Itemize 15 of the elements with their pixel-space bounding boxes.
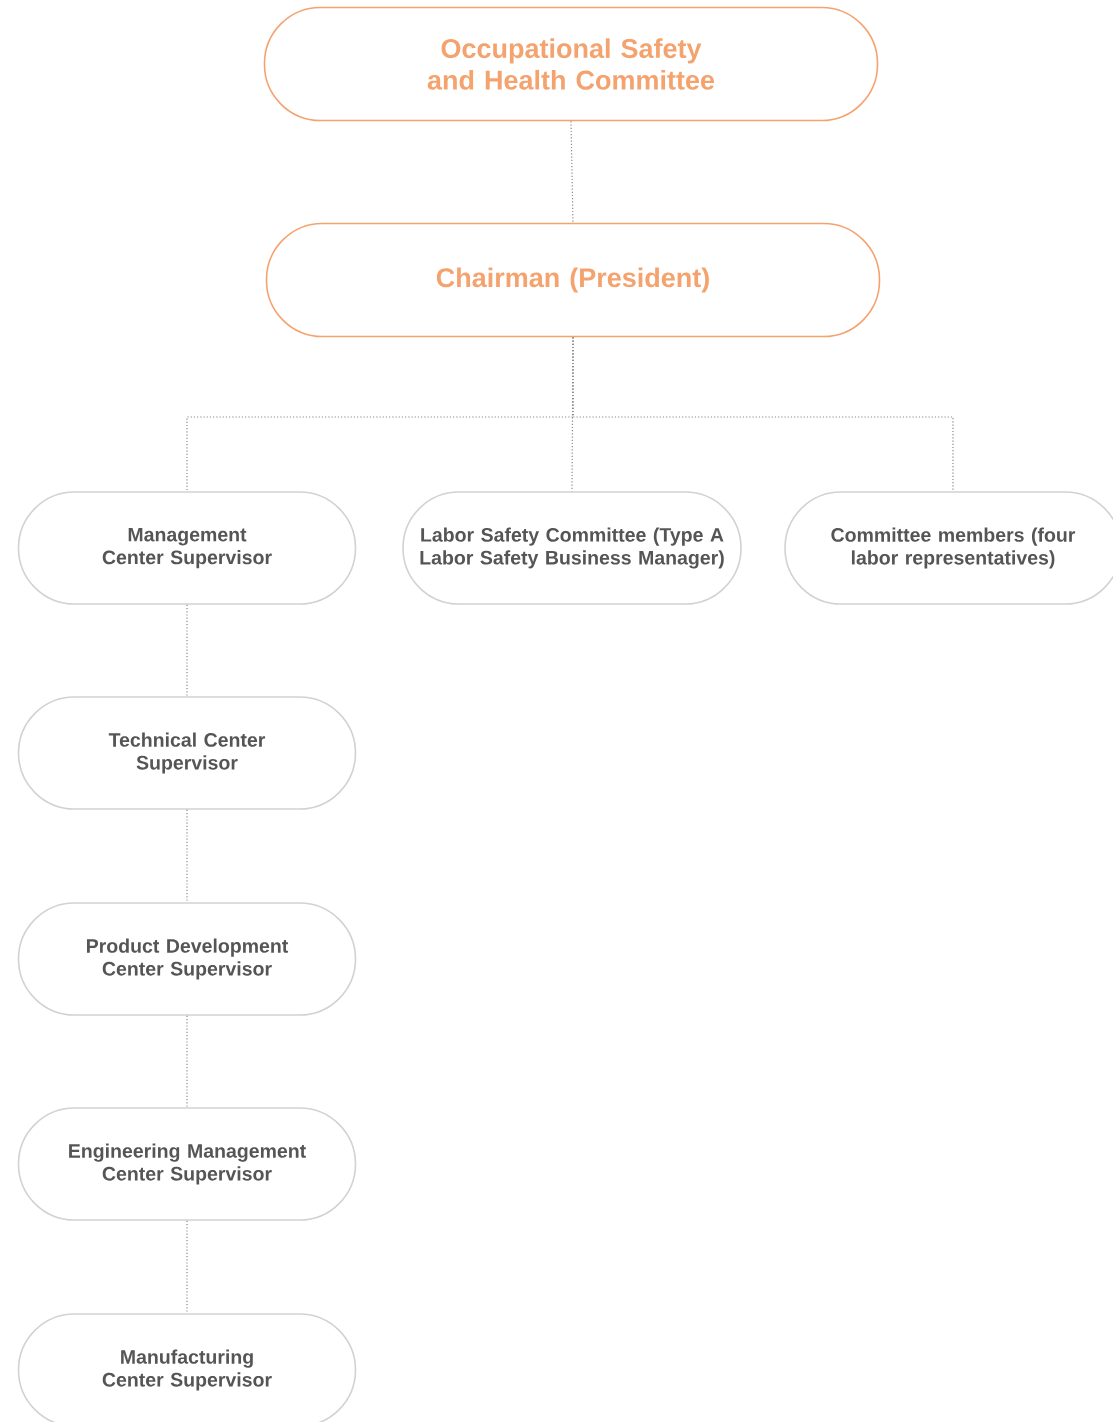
supervisor-box: Engineering Management Center Supervisor xyxy=(17,1107,357,1221)
connector-line xyxy=(186,1015,188,1108)
connector-line xyxy=(572,336,954,492)
committee-box: Chairman (President) xyxy=(265,222,881,338)
connector-line xyxy=(186,604,188,697)
supervisor-box: Product Development Center Supervisor xyxy=(17,902,357,1016)
supervisor-box: Labor Safety Committee (Type A Labor Safety Business Manager) xyxy=(402,491,742,605)
connector-line xyxy=(186,1220,188,1314)
supervisor-box: Management Center Supervisor xyxy=(17,491,357,605)
connector-line xyxy=(570,120,574,224)
supervisor-box: Manufacturing Center Supervisor xyxy=(17,1313,357,1422)
supervisor-box: Committee members (four labor representatives) xyxy=(784,491,1113,605)
committee-box: Occupational Safety and Health Committee xyxy=(263,6,879,122)
connector-line xyxy=(186,809,188,903)
supervisor-box: Technical Center Supervisor xyxy=(17,696,357,810)
